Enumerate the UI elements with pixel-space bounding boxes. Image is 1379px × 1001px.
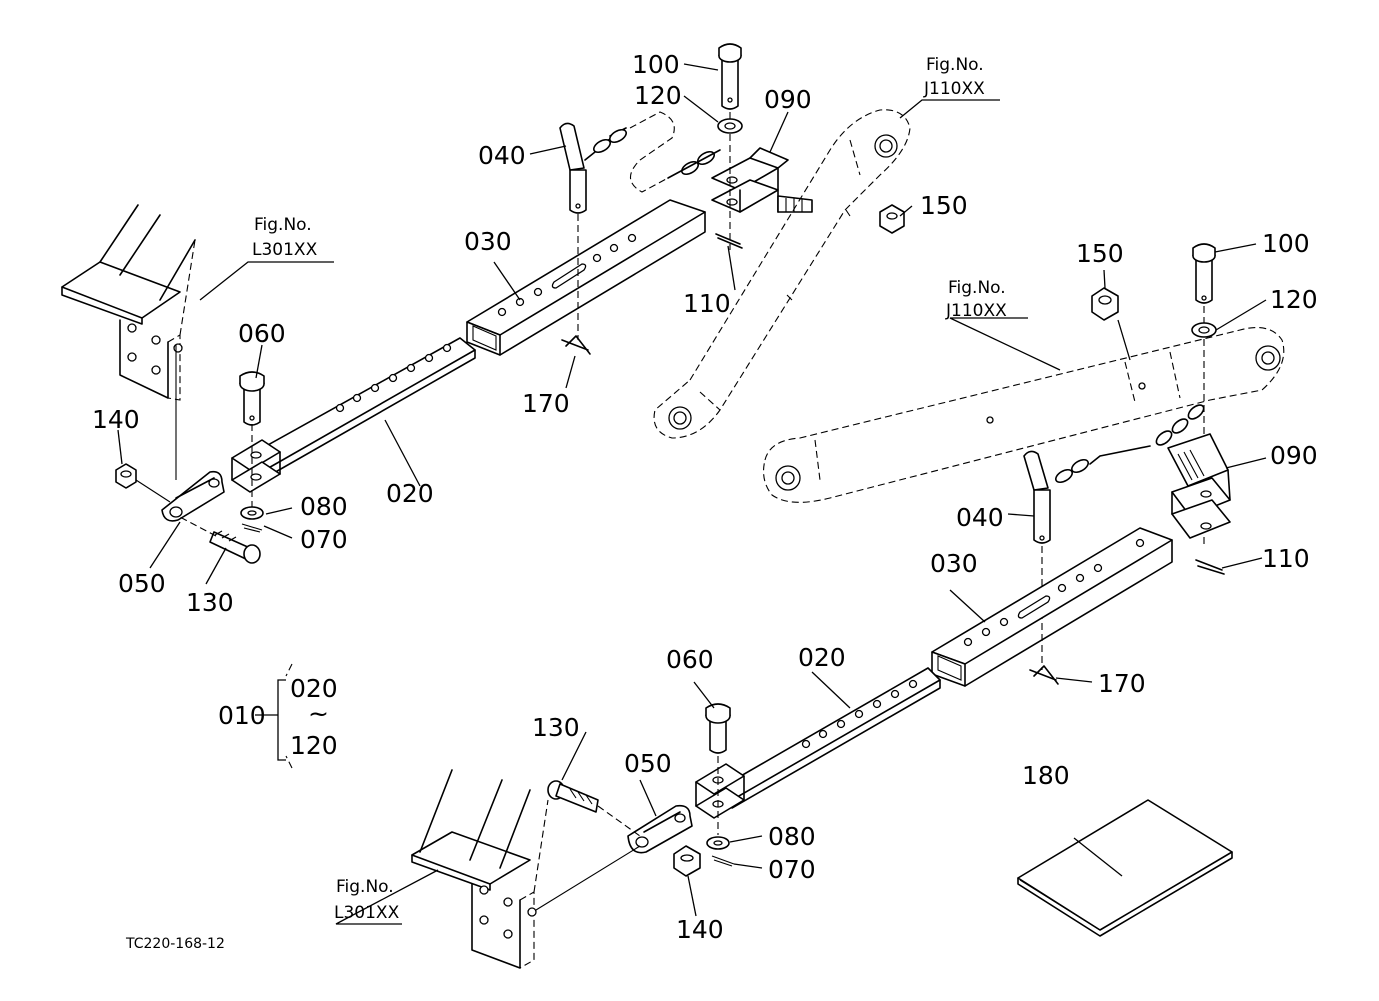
label-040-right: 040	[956, 503, 1004, 532]
label-140-right: 140	[676, 915, 724, 944]
upper-yoke	[231, 439, 281, 493]
label-170-upper: 170	[522, 389, 570, 418]
label-130-upper: 130	[186, 588, 234, 617]
right-nut-140	[673, 845, 701, 877]
upper-nut-150	[879, 204, 905, 234]
label-030-right: 030	[930, 549, 978, 578]
label-080-upper: 080	[300, 492, 348, 521]
label-130-right: 130	[532, 713, 580, 742]
label-090-upper: 090	[764, 85, 812, 114]
right-washer-120	[1191, 322, 1217, 338]
upper-turnbuckle-090	[711, 147, 813, 213]
right-pin-060	[705, 703, 731, 835]
label-120-upper: 120	[634, 81, 682, 110]
upper-bolt-130	[177, 515, 261, 564]
right-toplink-arm	[763, 327, 1285, 503]
label-110-upper: 110	[683, 289, 731, 318]
label-range-from: 020	[290, 674, 338, 703]
right-clevis-050	[627, 804, 693, 854]
ref-prefix-right-toplink: Fig.No.	[948, 278, 1006, 298]
upper-pin-100	[718, 43, 742, 250]
upper-tube-030	[466, 199, 706, 356]
label-050-right: 050	[624, 749, 672, 778]
label-070-right: 070	[768, 855, 816, 884]
right-turnbuckle-090	[1167, 433, 1231, 539]
label-120-right: 120	[1270, 285, 1318, 314]
right-nut-150	[1091, 287, 1119, 321]
label-150-right: 150	[1076, 239, 1124, 268]
label-020-upper: 020	[386, 479, 434, 508]
lower-frame-bracket	[411, 769, 641, 969]
label-180: 180	[1022, 761, 1070, 790]
label-170-right: 170	[1098, 669, 1146, 698]
label-060-upper: 060	[238, 319, 286, 348]
manual-180	[1017, 799, 1233, 937]
ref-code-upper-toplink: J110XX	[923, 79, 985, 99]
label-range-to: 120	[290, 731, 338, 760]
right-clip-170	[1029, 665, 1059, 685]
upper-clip-170	[561, 335, 591, 355]
upper-chain	[584, 111, 721, 193]
upper-nut-140	[115, 463, 171, 503]
upper-cotter-110	[715, 233, 743, 249]
ref-code-upper-frame: L301XX	[252, 240, 318, 260]
label-060-right: 060	[666, 645, 714, 674]
label-100-upper: 100	[632, 50, 680, 79]
label-150-upper: 150	[920, 191, 968, 220]
label-range-tilde: ~	[308, 699, 329, 728]
ref-prefix-lower-frame: Fig.No.	[336, 877, 394, 897]
upper-pin-060	[239, 371, 265, 508]
leader-lines	[117, 63, 1267, 925]
right-tube-030	[931, 527, 1173, 687]
ref-prefix-upper-toplink: Fig.No.	[926, 55, 984, 75]
range-bracket	[255, 663, 293, 769]
upper-pin-040	[559, 122, 587, 340]
label-090-right: 090	[1270, 441, 1318, 470]
label-020-right: 020	[798, 643, 846, 672]
figure-references: Fig.No. J110XX Fig.No. L301XX Fig.No. J1…	[125, 55, 1007, 952]
ref-prefix-upper-frame: Fig.No.	[254, 215, 312, 235]
upper-frame-bracket	[61, 204, 196, 480]
label-110-right: 110	[1262, 544, 1310, 573]
right-bolt-130	[547, 780, 641, 837]
right-chain	[1055, 404, 1205, 484]
upper-clevis-050	[161, 470, 225, 522]
label-050-upper: 050	[118, 569, 166, 598]
right-washer-080	[706, 836, 735, 867]
label-040-upper: 040	[478, 141, 526, 170]
upper-rod-020	[249, 337, 476, 479]
upper-washer-120	[717, 118, 743, 134]
drawing-code: TC220-168-12	[125, 936, 225, 952]
label-100-right: 100	[1262, 229, 1310, 258]
upper-washer-080	[240, 506, 264, 533]
right-cotter-110	[1195, 559, 1225, 575]
part-labels: 100 120 090 040 150 030 110 170 060 140 …	[92, 50, 1318, 944]
label-010: 010	[218, 701, 266, 730]
upper-toplink-arm	[653, 109, 911, 439]
ref-code-right-toplink: J110XX	[945, 301, 1007, 321]
label-140-upper: 140	[92, 405, 140, 434]
label-070-upper: 070	[300, 525, 348, 554]
label-030-upper: 030	[464, 227, 512, 256]
ref-code-lower-frame: L301XX	[334, 903, 400, 923]
label-080-right: 080	[768, 822, 816, 851]
